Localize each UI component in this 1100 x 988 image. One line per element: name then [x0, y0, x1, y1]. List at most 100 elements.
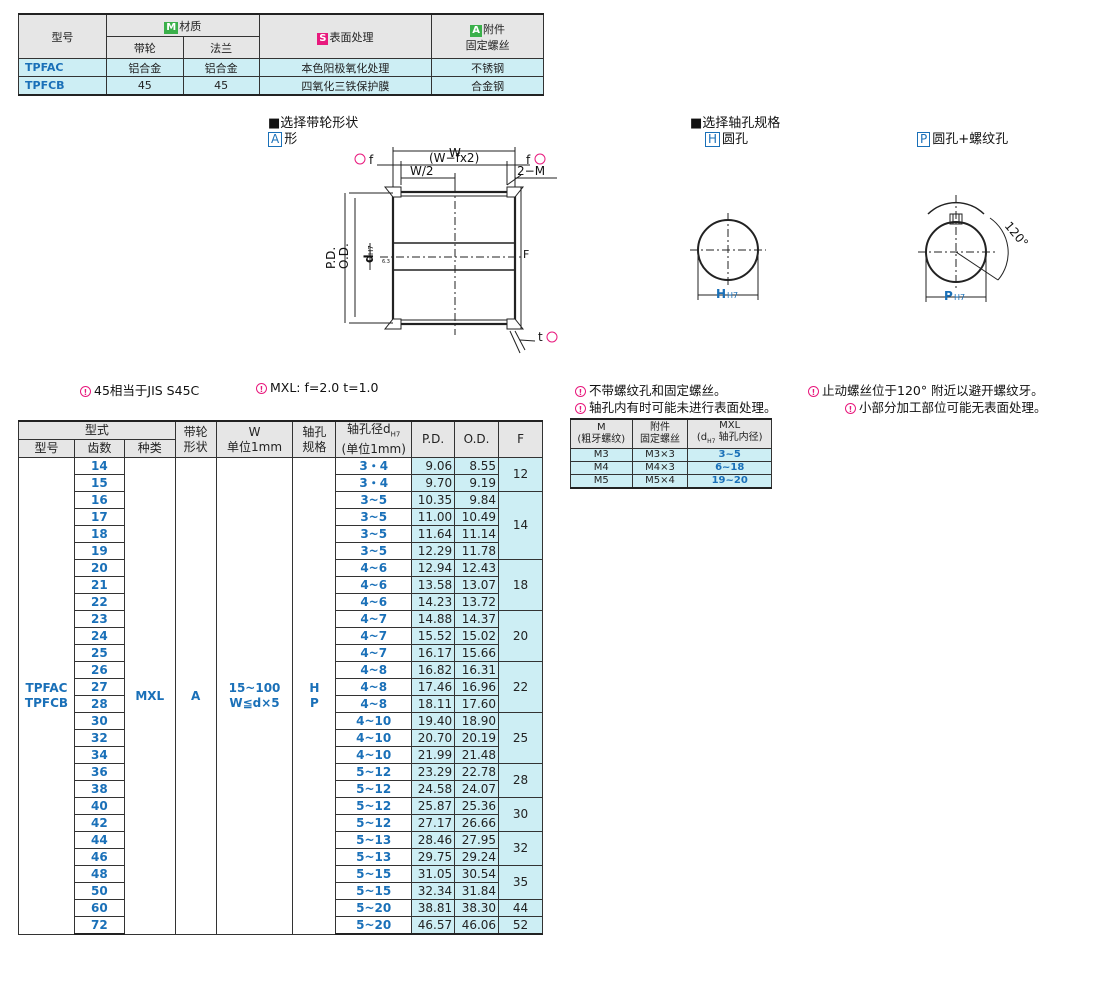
- f-cell: 35: [498, 865, 543, 901]
- teeth-cell: 42: [73, 814, 125, 833]
- pd-cell: 16.82: [411, 661, 456, 680]
- od-cell: 13.07: [454, 576, 500, 595]
- dim-2m: 2−M: [517, 164, 545, 178]
- header-d-sub: H7: [390, 430, 401, 439]
- od-cell: 22.78: [454, 763, 500, 782]
- f-cell: 25: [498, 712, 543, 765]
- note-screw-position: !止动螺丝位于120° 附近以避开螺纹牙。: [808, 380, 1044, 399]
- model-name: TPFAC: [25, 681, 68, 696]
- pd-cell: 9.70: [411, 474, 456, 493]
- bore-diameter-cell: 4~6: [335, 559, 413, 578]
- od-cell: 9.84: [454, 491, 500, 510]
- row-pulley: 45: [105, 76, 184, 96]
- note-text: MXL: f=2.0 t=1.0: [270, 380, 379, 395]
- bore-diameter-cell: 4~10: [335, 712, 413, 731]
- header-accessory-sub: 固定螺丝: [465, 38, 510, 52]
- pd-cell: 21.99: [411, 746, 456, 765]
- dim-f-right: f: [526, 153, 531, 167]
- header-mxl: MXL(dH7 轴孔内径): [687, 418, 772, 449]
- f-cell: 44: [498, 899, 543, 918]
- header-bore-l1: 轴孔: [302, 424, 327, 439]
- teeth-cell: 50: [73, 882, 125, 901]
- f-cell: 14: [498, 491, 543, 561]
- bore-diameter-cell: 3~5: [335, 542, 413, 561]
- bore-diameter-cell: 4~8: [335, 695, 413, 714]
- material-tag: M: [164, 21, 179, 34]
- shape-type-tag: A: [268, 132, 283, 147]
- teeth-cell: 17: [73, 508, 125, 527]
- pd-cell: 12.29: [411, 542, 456, 561]
- header-d-l1: 轴孔径d: [347, 422, 391, 436]
- pd-cell: 10.35: [411, 491, 456, 510]
- teeth-cell: 30: [73, 712, 125, 731]
- header-mxl-l2a: (d: [696, 432, 708, 443]
- note-text: 止动螺丝位于120° 附近以避开螺纹牙。: [822, 383, 1044, 398]
- header-pulley: 带轮: [105, 36, 184, 59]
- header-accessory-label: 附件: [482, 22, 505, 36]
- dim-f: F: [523, 248, 529, 261]
- bore-diameter-cell: 5~12: [335, 814, 413, 833]
- header-material-label: 材质: [179, 19, 202, 33]
- table-row: TPFAC 铝合金 铝合金 本色阳极氧化处理 不锈钢: [18, 58, 544, 77]
- header-bore: 轴孔规格: [292, 420, 337, 459]
- f-cell: 12: [498, 457, 543, 493]
- pd-cell: 16.17: [411, 644, 456, 663]
- od-cell: 9.19: [454, 474, 500, 493]
- od-cell: 14.37: [454, 610, 500, 629]
- header-shape-l2: 形状: [183, 439, 208, 454]
- bore-diameter-cell: 5~12: [335, 780, 413, 799]
- teeth-cell: 60: [73, 899, 125, 918]
- row-screw: 不锈钢: [431, 58, 544, 77]
- row-screw: M3×3: [631, 448, 689, 462]
- dim-d: d: [362, 254, 376, 263]
- bore-h-label: 圆孔: [722, 132, 749, 147]
- od-cell: 15.02: [454, 627, 500, 646]
- teeth-cell: 34: [73, 746, 125, 765]
- dim-roughness: 6.3: [382, 259, 390, 265]
- teeth-cell: 18: [73, 525, 125, 544]
- bore-diameter-cell: 4~7: [335, 627, 413, 646]
- row-range: 6~18: [687, 461, 772, 475]
- note-text: 45相当于JIS S45C: [94, 383, 200, 398]
- teeth-cell: 26: [73, 661, 125, 680]
- surface-tag: S: [317, 32, 329, 45]
- row-surface: 四氧化三铁保护膜: [258, 76, 433, 96]
- pd-cell: 11.64: [411, 525, 456, 544]
- bore-diameter-cell: 4~10: [335, 729, 413, 748]
- header-mxl-sub: H7: [707, 438, 716, 445]
- teeth-cell: 28: [73, 695, 125, 714]
- od-cell: 26.66: [454, 814, 500, 833]
- row-flange: 铝合金: [182, 58, 260, 77]
- note-material-equivalent: !45相当于JIS S45C: [80, 380, 199, 399]
- f-cell: 32: [498, 831, 543, 867]
- od-cell: 24.07: [454, 780, 500, 799]
- bore-p-dim-sub: H7: [954, 293, 965, 302]
- bore-diameter-cell: 3・4: [335, 474, 413, 493]
- row-m: M4: [570, 461, 633, 475]
- pd-cell: 14.23: [411, 593, 456, 612]
- f-cell: 22: [498, 661, 543, 714]
- header-acc-l1: 附件: [650, 422, 670, 433]
- bore-h-tag: H: [705, 132, 721, 147]
- table-row: M4 M4×3 6~18: [570, 461, 772, 475]
- note-text: 不带螺纹孔和固定螺丝。: [589, 383, 727, 398]
- note-partial-surface: !小部分加工部位可能无表面处理。: [845, 397, 1047, 416]
- row-model: TPFCB: [18, 76, 107, 96]
- teeth-cell: 21: [73, 576, 125, 595]
- teeth-cell: 25: [73, 644, 125, 663]
